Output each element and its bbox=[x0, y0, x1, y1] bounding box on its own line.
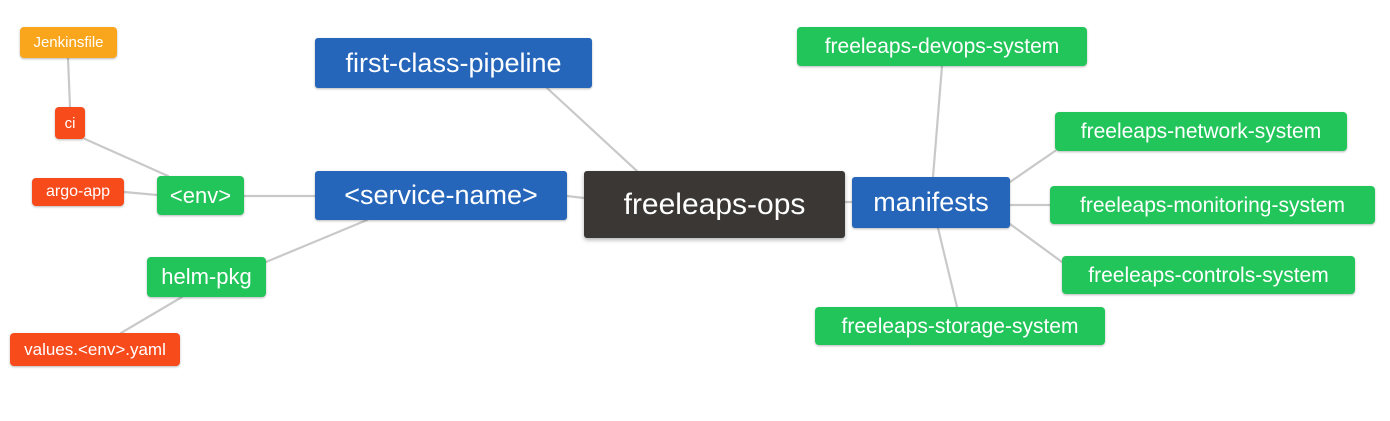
node-first-class-pipeline[interactable]: first-class-pipeline bbox=[315, 38, 592, 88]
node-freeleaps-controls-system[interactable]: freeleaps-controls-system bbox=[1062, 256, 1355, 294]
node-argo-app[interactable]: argo-app bbox=[32, 178, 124, 206]
edge-manifests-to-freeleaps-network-system bbox=[1008, 149, 1057, 184]
edge-freeleaps-devops-system-to-manifests bbox=[931, 64, 944, 179]
edge-jenkinsfile-to-ci bbox=[66, 56, 72, 109]
node-values-env-yaml[interactable]: values.<env>.yaml bbox=[10, 333, 180, 366]
node-freeleaps-storage-system[interactable]: freeleaps-storage-system bbox=[815, 307, 1105, 345]
node-freeleaps-ops[interactable]: freeleaps-ops bbox=[584, 171, 845, 238]
edge-first-class-pipeline-to-freeleaps-ops bbox=[545, 86, 639, 173]
node-ci[interactable]: ci bbox=[55, 107, 85, 139]
node-helm-pkg[interactable]: helm-pkg bbox=[147, 257, 266, 297]
node-manifests[interactable]: manifests bbox=[852, 177, 1010, 228]
node-freeleaps-network-system[interactable]: freeleaps-network-system bbox=[1055, 112, 1347, 151]
edge-manifests-to-freeleaps-controls-system bbox=[1008, 222, 1064, 264]
node-env[interactable]: <env> bbox=[157, 176, 244, 215]
edge-argo-app-to-env bbox=[122, 190, 159, 197]
node-freeleaps-devops-system[interactable]: freeleaps-devops-system bbox=[797, 27, 1087, 66]
node-jenkinsfile[interactable]: Jenkinsfile bbox=[20, 27, 117, 58]
edge-manifests-to-freeleaps-storage-system bbox=[936, 226, 959, 309]
node-service-name[interactable]: <service-name> bbox=[315, 171, 567, 220]
edge-ci-to-env bbox=[83, 137, 170, 178]
node-freeleaps-monitoring-system[interactable]: freeleaps-monitoring-system bbox=[1050, 186, 1375, 224]
edge-values-env-yaml-to-helm-pkg bbox=[119, 295, 184, 335]
edge-service-name-to-freeleaps-ops bbox=[565, 194, 586, 200]
edge-helm-pkg-to-service-name bbox=[264, 218, 369, 264]
